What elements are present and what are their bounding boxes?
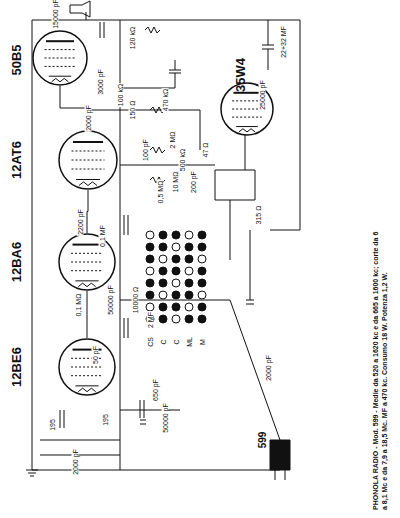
- component-value: M: [199, 338, 206, 346]
- component-value: 22+32 MF: [280, 25, 287, 59]
- tube-type: 12BE6: [9, 347, 24, 387]
- component-value: 2 MF: [147, 311, 154, 329]
- component-value: 195: [102, 413, 109, 427]
- vacuum-tube: 12BA6: [58, 233, 116, 291]
- component-value: 3000 pF: [97, 68, 104, 96]
- component-value: 195: [49, 418, 56, 432]
- component-value: 0,5 MΩ: [157, 180, 164, 205]
- vacuum-tube: 35W4: [220, 82, 274, 136]
- component-value: CS: [147, 336, 154, 348]
- signal-wire: [87, 190, 88, 233]
- component-value: 150 Ω: [129, 100, 136, 121]
- component-value: 470 kΩ: [162, 88, 169, 112]
- tube-type: 50B5: [9, 44, 24, 75]
- vacuum-tube: 50B5: [32, 30, 88, 86]
- component-value: C: [173, 338, 180, 345]
- component-value: 25000 pF: [259, 79, 266, 111]
- component-value: 500 kΩ: [179, 148, 186, 172]
- component-value: 2000 pF: [72, 448, 79, 476]
- component-value: ML: [186, 336, 193, 348]
- component-value: 100 kΩ: [117, 83, 124, 107]
- component-value: 200 pF: [190, 170, 197, 194]
- component-value: 2000 pF: [85, 104, 92, 132]
- component-value: 50000 pF: [162, 402, 169, 434]
- component-value: 120 kΩ: [129, 26, 136, 50]
- tube-envelope: [58, 130, 118, 190]
- component-value: 2000 pF: [265, 354, 272, 382]
- component-value: 599: [257, 431, 268, 450]
- component-value: 47 Ω: [202, 142, 209, 159]
- component-value: 315 Ω: [255, 205, 262, 226]
- tube-envelope: [58, 338, 116, 396]
- vacuum-tube: 12BE6: [58, 338, 116, 396]
- signal-wire: [87, 291, 88, 338]
- component-value: 100 pF: [142, 138, 149, 162]
- component-value: 2200 pF: [77, 208, 84, 236]
- vacuum-tube: 12AT6: [58, 130, 118, 190]
- component-value: 15000 pF: [52, 0, 59, 30]
- component-value: 10 MΩ: [172, 171, 179, 194]
- tube-type: 12AT6: [9, 141, 24, 179]
- component-value: 50 pF: [92, 345, 99, 365]
- component-value: C: [160, 338, 167, 345]
- component-value: 650 pF: [152, 378, 159, 402]
- component-value: 50000 pF: [107, 284, 114, 316]
- caption: PHONOLA RADIO - Mod. 599 - Medie da 520 …: [371, 230, 389, 510]
- component-value: 0,1 MΩ: [75, 293, 82, 318]
- tube-envelope: [32, 30, 88, 86]
- component-value: 0,1 MF: [99, 224, 106, 248]
- component-value: 2 MΩ: [169, 131, 176, 150]
- tube-type: 12BA6: [9, 242, 24, 282]
- tube-type: 35W4: [233, 58, 248, 92]
- component-value: 10000 Ω: [132, 286, 139, 315]
- tube-envelope: [58, 233, 116, 291]
